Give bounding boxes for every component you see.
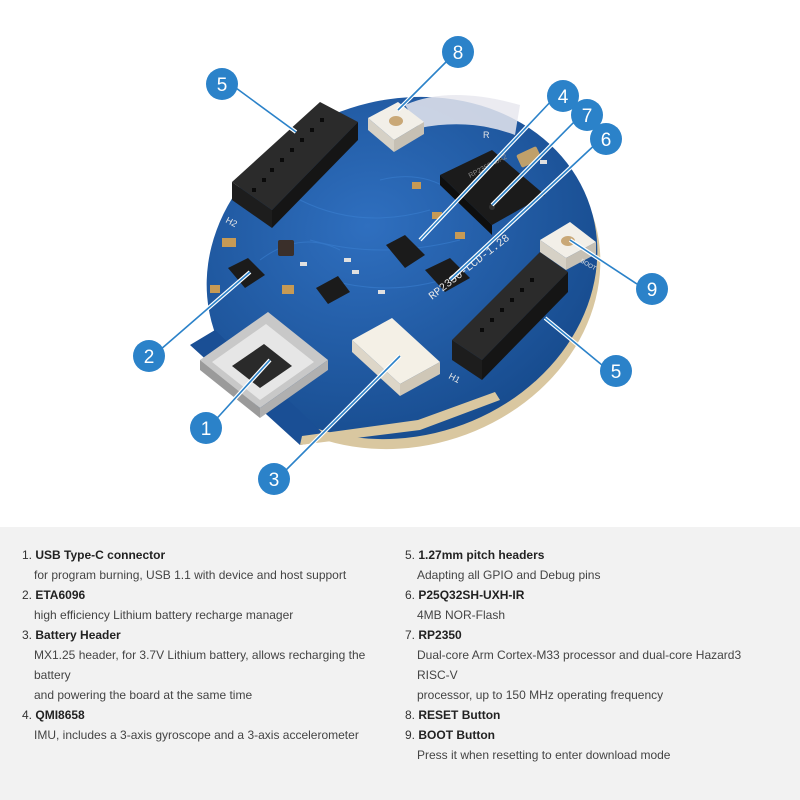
imu-chip — [386, 235, 425, 268]
callout-5-top: 5 — [206, 68, 238, 100]
legend-item-5: 5. 1.27mm pitch headers Adapting all GPI… — [405, 545, 775, 585]
product-figure: H2 H1 RP2350A0A2 — [133, 36, 668, 495]
callout-4: 4 — [547, 80, 579, 112]
legend-item-number: 2. — [22, 588, 33, 602]
legend-item-desc: processor, up to 150 MHz operating frequ… — [417, 688, 664, 702]
legend-item-3: 3. Battery Header MX1.25 header, for 3.7… — [22, 625, 392, 705]
legend-item-title: RESET Button — [418, 708, 501, 722]
smd-resistors — [300, 160, 547, 294]
legend-item-desc: and powering the board at the same time — [34, 688, 253, 702]
legend-item-number: 8. — [405, 708, 416, 722]
callout-6: 6 — [590, 123, 622, 155]
mosfet — [316, 276, 350, 304]
callout-8-number: 8 — [453, 43, 464, 64]
legend-item-number: 3. — [22, 628, 33, 642]
h1-silkscreen: H1 — [447, 371, 462, 385]
callout-8: 8 — [442, 36, 474, 68]
callout-4-number: 4 — [558, 87, 569, 108]
legend-item-4: 4. QMI8658 IMU, includes a 3-axis gyrosc… — [22, 705, 392, 745]
crystal — [516, 146, 542, 168]
legend-item-number: 5. — [405, 548, 416, 562]
legend-item-1: 1. USB Type-C connector for program burn… — [22, 545, 392, 585]
callout-5-top-number: 5 — [217, 75, 228, 96]
legend-item-8: 8. RESET Button — [405, 705, 775, 725]
header-h2: H2 — [224, 102, 358, 229]
reset-button-part: R — [368, 102, 490, 152]
legend-item-number: 7. — [405, 628, 416, 642]
legend-item-desc: Press it when resetting to enter downloa… — [417, 748, 671, 762]
callout-1-number: 1 — [201, 419, 212, 440]
callout-2: 2 — [133, 340, 165, 372]
legend-item-desc: 4MB NOR-Flash — [417, 608, 506, 622]
legend-panel: 1. USB Type-C connector for program burn… — [0, 527, 800, 800]
callout-9-number: 9 — [647, 280, 658, 301]
callout-6-number: 6 — [601, 130, 612, 151]
legend-item-desc: Adapting all GPIO and Debug pins — [417, 568, 601, 582]
legend-column-left: 1. USB Type-C connector for program burn… — [22, 545, 392, 745]
h2-silkscreen: H2 — [224, 215, 239, 229]
legend-item-title: QMI8658 — [35, 708, 85, 722]
legend-item-7: 7. RP2350 Dual-core Arm Cortex-M33 proce… — [405, 625, 775, 705]
callout-5-bottom: 5 — [600, 355, 632, 387]
header-h1: H1 — [447, 252, 568, 385]
legend-item-number: 9. — [405, 728, 416, 742]
legend-item-desc: MX1.25 header, for 3.7V Lithium battery,… — [34, 648, 366, 682]
callout-9: 9 — [636, 273, 668, 305]
legend-item-title: ETA6096 — [35, 588, 86, 602]
callout-3: 3 — [258, 463, 290, 495]
rst-silkscreen: R — [483, 130, 490, 140]
legend-item-desc: IMU, includes a 3-axis gyroscope and a 3… — [34, 728, 359, 742]
smd-components — [210, 182, 465, 294]
legend-item-number: 6. — [405, 588, 416, 602]
usb-c-connector — [200, 312, 328, 418]
legend-item-desc: high efficiency Lithium battery recharge… — [34, 608, 294, 622]
legend-item-6: 6. P25Q32SH-UXH-IR 4MB NOR-Flash — [405, 585, 775, 625]
callout-3-number: 3 — [269, 470, 280, 491]
legend-item-desc: Dual-core Arm Cortex-M33 processor and d… — [417, 648, 742, 682]
battery-header-part — [352, 318, 440, 396]
legend-item-title: 1.27mm pitch headers — [418, 548, 545, 562]
callout-2-number: 2 — [144, 347, 155, 368]
callout-1: 1 — [190, 412, 222, 444]
callout-7-number: 7 — [582, 106, 593, 127]
legend-item-number: 1. — [22, 548, 33, 562]
legend-item-number: 4. — [22, 708, 33, 722]
legend-item-title: BOOT Button — [418, 728, 496, 742]
legend-item-title: USB Type-C connector — [35, 548, 166, 562]
callout-leaders — [159, 61, 641, 475]
legend-item-title: Battery Header — [35, 628, 121, 642]
callout-5-bottom-number: 5 — [611, 362, 622, 383]
board-illustration: H2 H1 RP2350A0A2 — [133, 36, 668, 495]
inductor — [278, 240, 294, 256]
legend-item-title: RP2350 — [418, 628, 462, 642]
legend-item-2: 2. ETA6096 high efficiency Lithium batte… — [22, 585, 392, 625]
legend-column-right: 5. 1.27mm pitch headers Adapting all GPI… — [405, 545, 775, 765]
legend-item-9: 9. BOOT Button Press it when resetting t… — [405, 725, 775, 765]
flash-chip — [425, 258, 470, 292]
callout-7: 7 — [571, 99, 603, 131]
callout-badges: 1 2 3 4 5 5 6 7 — [133, 36, 668, 495]
legend-item-title: P25Q32SH-UXH-IR — [418, 588, 525, 602]
legend-item-desc: for program burning, USB 1.1 with device… — [34, 568, 347, 582]
